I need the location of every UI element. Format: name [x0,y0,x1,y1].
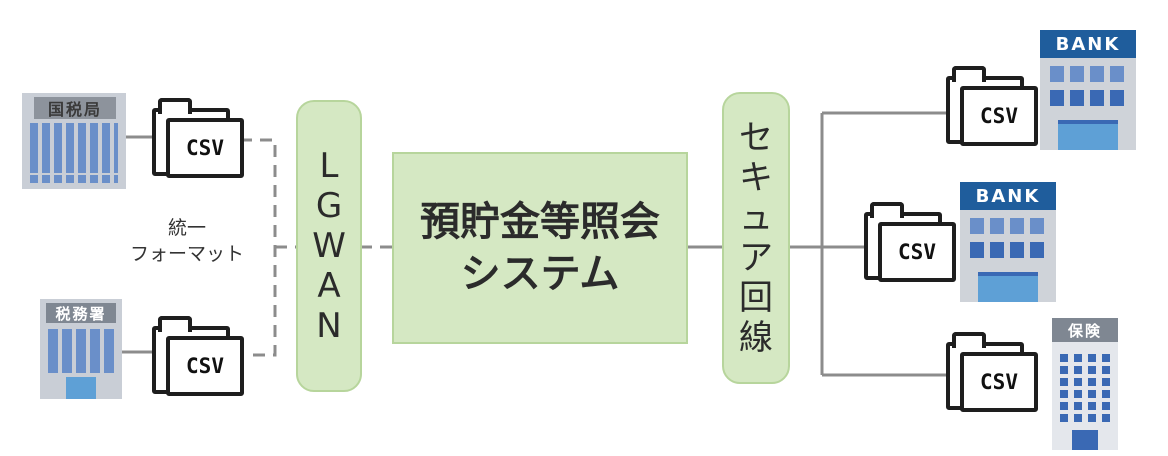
bank-building-2: BANK [960,182,1056,302]
lgwan-char: N [316,306,342,346]
unified-format-line1: 統一 [167,217,206,239]
lgwan-box: L G W A N [296,100,362,392]
secure-char: キ [739,158,773,198]
csv-label: CSV [186,136,224,160]
deposit-inquiry-system-box: 預貯金等照会 システム [392,152,688,344]
secure-char: 線 [739,318,773,358]
tax-bureau-building: 国税局 [22,93,126,189]
csv-label: CSV [980,370,1018,394]
csv-folder-left-bottom: CSV [152,314,248,400]
secure-char: ュ [739,198,773,238]
secure-line-box: セ キ ュ ア 回 線 [722,92,790,384]
bank-sign-1: BANK [1040,30,1136,58]
tax-office-building: 税務署 [40,299,122,399]
insurance-building: 保険 [1052,318,1118,450]
secure-char: ア [739,238,773,278]
tax-office-sign: 税務署 [46,303,116,323]
lgwan-char: A [317,266,341,306]
secure-char: セ [739,118,773,158]
tax-bureau-sign: 国税局 [34,97,116,119]
unified-format-label: 統一 フォーマット [102,215,272,267]
csv-label: CSV [898,240,936,264]
system-title-line1: 預貯金等照会 [420,199,660,245]
bank-sign-2: BANK [960,182,1056,210]
csv-folder-left-top: CSV [152,96,248,182]
secure-char: 回 [739,278,773,318]
insurance-sign: 保険 [1052,318,1118,342]
lgwan-char: W [312,226,346,266]
csv-folder-bank1: CSV [946,64,1042,150]
csv-folder-insurance: CSV [946,330,1042,416]
lgwan-char: L [319,146,339,186]
bank-building-1: BANK [1040,30,1136,150]
lgwan-char: G [315,186,343,226]
system-title-line2: システム [460,251,620,297]
csv-label: CSV [186,354,224,378]
csv-label: CSV [980,104,1018,128]
csv-folder-bank2: CSV [864,200,960,286]
unified-format-line2: フォーマット [129,243,244,265]
